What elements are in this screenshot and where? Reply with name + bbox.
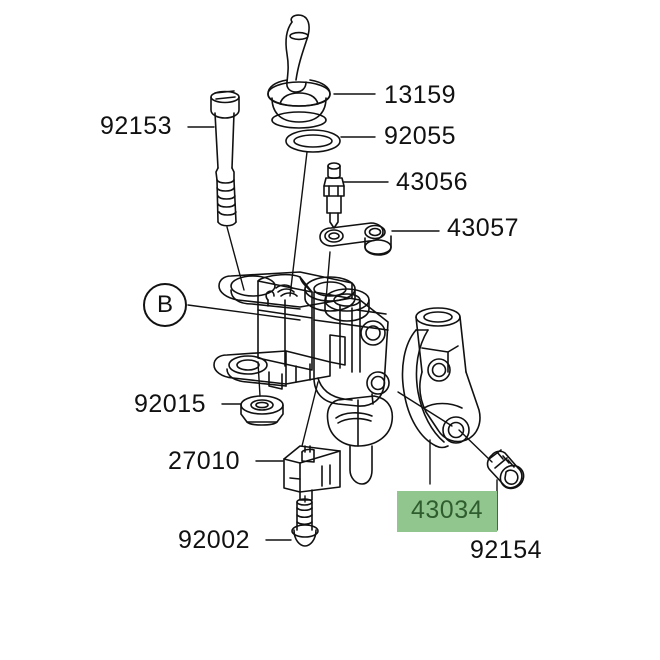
part-43034-lever-holder	[401, 307, 481, 449]
part-label-92153[interactable]: 92153	[100, 112, 173, 140]
part-43056-bleed-valve	[323, 162, 345, 229]
part-label-43056[interactable]: 43056	[396, 168, 469, 196]
part-main-body-reservoir	[257, 273, 313, 371]
part-43057-link-arm	[319, 222, 392, 256]
part-label-92154[interactable]: 92154	[470, 536, 543, 564]
part-label-92055[interactable]: 92055	[384, 122, 457, 150]
part-92015-flange-nut	[240, 395, 284, 426]
part-label-13159[interactable]: 13159	[384, 81, 457, 109]
part-main-body-bottom-boss	[326, 371, 394, 485]
callout-marker-b[interactable]: B	[143, 283, 187, 327]
part-label-43057[interactable]: 43057	[447, 214, 520, 242]
part-13159-hose-boot	[267, 14, 331, 129]
part-92154-socket-screw	[486, 449, 525, 490]
part-label-43034-highlighted[interactable]: 43034	[397, 491, 498, 532]
part-label-92015[interactable]: 92015	[134, 390, 207, 418]
part-label-27010[interactable]: 27010	[168, 447, 241, 475]
part-label-92002[interactable]: 92002	[178, 526, 251, 554]
part-92153-shoulder-bolt	[210, 90, 240, 227]
part-92055-o-ring	[285, 129, 341, 153]
part-main-body-clamp-plate	[218, 271, 370, 322]
part-27010-switch	[283, 445, 341, 501]
part-main-body-lower-plate	[213, 350, 331, 390]
leader-lines	[187, 93, 498, 541]
